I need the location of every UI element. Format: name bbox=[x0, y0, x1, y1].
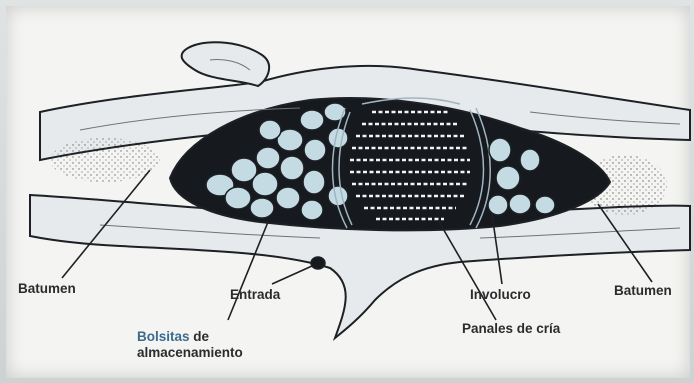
label-bolsitas-highlight: Bolsitas bbox=[137, 329, 190, 344]
entrance-hole bbox=[311, 257, 325, 269]
label-batumen-left: Batumen bbox=[18, 281, 76, 297]
label-panales: Panales de cría bbox=[462, 321, 560, 337]
label-batumen-right: Batumen bbox=[614, 283, 672, 299]
label-almacenamiento: almacenamiento bbox=[137, 345, 243, 361]
batumen-left-stipple bbox=[50, 138, 160, 182]
label-bolsitas: Bolsitas de bbox=[137, 329, 209, 345]
label-bolsitas-rest: de bbox=[190, 329, 210, 344]
top-knob bbox=[182, 42, 270, 86]
label-entrada: Entrada bbox=[230, 287, 280, 303]
label-involucro: Involucro bbox=[470, 287, 531, 303]
